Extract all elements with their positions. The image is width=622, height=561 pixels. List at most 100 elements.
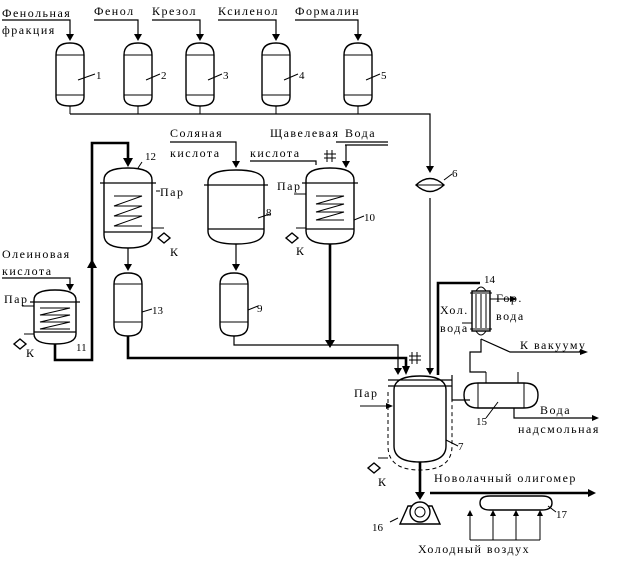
label-oxalic-acid-line1: Щавелевая bbox=[270, 126, 340, 140]
pipe-15-water-out bbox=[513, 408, 594, 419]
label-cresol: Крезол bbox=[152, 4, 197, 18]
feed-arrows bbox=[66, 34, 362, 41]
label-filter-6: 6 bbox=[452, 168, 458, 180]
arrow-9-into-7 bbox=[394, 368, 402, 375]
tank-2 bbox=[123, 42, 161, 114]
trap-7 bbox=[366, 457, 388, 474]
cooler-16 bbox=[389, 501, 442, 525]
tank-4 bbox=[261, 42, 299, 114]
label-steam-11: Пар bbox=[4, 292, 29, 306]
label-k-7: К bbox=[378, 475, 388, 489]
feed-line-xylenol bbox=[218, 19, 277, 38]
pipe-oleic-to-reactor-12 bbox=[90, 141, 130, 268]
label-hydrochloric-acid-line1: Соляная bbox=[170, 126, 223, 140]
label-water-bottom-line1: Вода bbox=[540, 403, 571, 417]
valve-oxalic bbox=[324, 150, 336, 162]
label-steam-10: Пар bbox=[277, 179, 302, 193]
arrow-water-out bbox=[592, 415, 599, 421]
label-k-10: К bbox=[296, 244, 306, 258]
feed-line-hydrochloric-acid bbox=[170, 141, 237, 165]
pipe-to-vacuum bbox=[480, 338, 582, 353]
label-hot-water-line1: Гор. bbox=[496, 291, 523, 305]
reactor-11 bbox=[30, 289, 80, 345]
label-phenol: Фенол bbox=[94, 4, 135, 18]
label-oleic-acid-line1: Олеиновая bbox=[2, 247, 71, 261]
cold-air-arrows bbox=[467, 510, 543, 541]
label-oleic-acid-line2: кислота bbox=[2, 264, 53, 278]
arrow-novolac-out bbox=[588, 489, 596, 497]
label-cold-water-line1: Хол. bbox=[440, 303, 469, 317]
label-formalin: Формалин bbox=[295, 4, 360, 18]
reactor-12 bbox=[100, 167, 160, 249]
condenser-14 bbox=[470, 286, 492, 336]
label-reactor-10: 10 bbox=[364, 212, 376, 224]
feed-line-phenol-fraction bbox=[2, 19, 71, 38]
label-water-bottom-line2: надсмольная bbox=[518, 422, 600, 436]
arrow-to-vacuum bbox=[580, 349, 588, 355]
label-tank-1: 1 bbox=[96, 70, 102, 82]
arrow-hot-water-out bbox=[510, 296, 517, 302]
label-cold-air: Холодный воздух bbox=[418, 542, 530, 556]
feed-line-oleic-acid bbox=[2, 277, 71, 288]
label-oxalic-acid-line2: кислота bbox=[250, 146, 301, 160]
pipe-9-to-reactor-7 bbox=[233, 336, 399, 372]
label-reactor-12: 12 bbox=[145, 151, 156, 163]
label-separator-15: 15 bbox=[476, 416, 488, 428]
pipe-collector-tanks-1-5 bbox=[70, 113, 431, 170]
label-xylenol: Ксиленол bbox=[218, 4, 279, 18]
arrow-into-reactor-12 bbox=[123, 158, 133, 167]
arrow-to-filter-6 bbox=[426, 166, 434, 173]
arrow-into-tank-13 bbox=[124, 264, 132, 271]
filter-6 bbox=[414, 173, 453, 193]
arrow-up-to-12 bbox=[87, 259, 97, 268]
label-reactor-7: 7 bbox=[458, 441, 464, 453]
feed-line-formalin bbox=[295, 19, 359, 38]
trap-11 bbox=[12, 333, 34, 350]
trap-12 bbox=[152, 227, 172, 244]
label-water-top: Вода bbox=[345, 126, 376, 140]
label-steam-12: Пар bbox=[160, 185, 185, 199]
arrow-into-cooler-16 bbox=[415, 492, 425, 500]
label-cold-water-line2: вода bbox=[440, 321, 469, 335]
arrow-into-reactor-7 bbox=[426, 368, 434, 375]
tank-5 bbox=[343, 42, 381, 114]
label-tank-4: 4 bbox=[299, 70, 305, 82]
valve-reactor-7 bbox=[409, 352, 421, 364]
trap-10 bbox=[284, 227, 306, 244]
reactor-7 bbox=[387, 375, 459, 471]
label-hydrochloric-acid-line2: кислота bbox=[170, 146, 221, 160]
label-tank-3: 3 bbox=[223, 70, 229, 82]
tank-9 bbox=[219, 272, 259, 337]
arrow-to-tank-8 bbox=[232, 161, 240, 168]
arrow-steam-7 bbox=[386, 403, 393, 409]
arrow-into-tank-9 bbox=[232, 264, 240, 271]
label-k-12: К bbox=[170, 245, 180, 259]
label-tank-8: 8 bbox=[266, 207, 272, 219]
arrow-to-reactor-10-water bbox=[342, 161, 350, 168]
label-reactor-11: 11 bbox=[76, 342, 87, 354]
label-condenser-14: 14 bbox=[484, 274, 496, 286]
label-tank-5: 5 bbox=[381, 70, 387, 82]
label-to-vacuum: К вакууму bbox=[520, 338, 586, 352]
pipe-14-to-15 bbox=[469, 339, 486, 373]
label-hot-water-line2: вода bbox=[496, 309, 525, 323]
tank-13 bbox=[113, 272, 153, 337]
feed-line-phenol bbox=[94, 19, 139, 38]
label-tank-13: 13 bbox=[152, 305, 164, 317]
tank-1 bbox=[55, 42, 96, 114]
label-novolac-oligomer: Новолачный олигомер bbox=[434, 471, 577, 485]
label-k-11: К bbox=[26, 346, 36, 360]
tank-8 bbox=[204, 169, 271, 245]
label-steam-7: Пар bbox=[354, 386, 379, 400]
arrow-10-down bbox=[325, 340, 335, 348]
arrow-into-reactor-11 bbox=[66, 284, 74, 291]
label-phenol-fraction-line1: Фенольная bbox=[2, 6, 71, 20]
pipe-11-to-12 bbox=[53, 268, 94, 362]
tank-3 bbox=[185, 42, 223, 114]
arrow-13-into-7 bbox=[402, 366, 410, 375]
label-tank-9: 9 bbox=[257, 303, 263, 315]
leader-12 bbox=[137, 161, 143, 169]
conveyor-17 bbox=[479, 495, 557, 513]
